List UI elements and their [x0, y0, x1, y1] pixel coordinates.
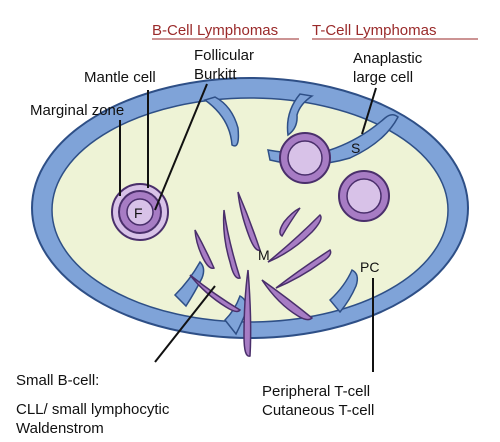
- follicle-inner: [346, 178, 382, 214]
- trabeculae: [173, 93, 399, 336]
- medullary-cord: [279, 207, 301, 238]
- label-cutaneous-t: Cutaneous T-cell: [262, 402, 374, 419]
- b-cell-header: B-Cell Lymphomas: [152, 22, 278, 39]
- medullary-cord: [194, 229, 216, 270]
- medullary-cord: [267, 213, 322, 263]
- medullary-cord: [222, 209, 241, 279]
- medullary-cord: [237, 191, 261, 251]
- follicle: F: [111, 183, 169, 241]
- follicle-inner: [287, 140, 323, 176]
- medullary-cord: [275, 248, 332, 289]
- sinus-label: S: [351, 140, 360, 156]
- leader-lines: [119, 83, 377, 372]
- trabecula-top-middle: [286, 93, 314, 137]
- label-small-b-cell: Small B-cell:: [16, 372, 99, 389]
- leader-anaplastic: [361, 87, 377, 135]
- medullary-cord: [261, 279, 314, 321]
- trabecula-top-left: [203, 96, 240, 147]
- label-anaplastic-line1: Anaplastic: [353, 50, 423, 67]
- leader-small-b: [154, 285, 216, 363]
- label-peripheral-t: Peripheral T-cell: [262, 383, 370, 400]
- medullary-cords: [189, 191, 332, 357]
- label-burkitt: Burkitt: [194, 66, 237, 83]
- label-anaplastic-line2: large cell: [353, 69, 413, 86]
- medullary-cord: [189, 274, 242, 313]
- leader-follicular: [154, 83, 208, 211]
- label-cll: CLL/ small lymphocytic: [16, 401, 170, 418]
- trabecula-bottom-left: [173, 260, 205, 308]
- label-mantle-cell: Mantle cell: [84, 69, 156, 86]
- label-follicular: Follicular: [194, 47, 254, 64]
- medullary-cord: [243, 269, 252, 357]
- t-cell-header: T-Cell Lymphomas: [312, 22, 436, 39]
- follicle-right: [338, 170, 390, 222]
- paracortex-label: PC: [360, 259, 379, 275]
- trabecula-bottom-right: [328, 268, 359, 314]
- medulla-label: M: [258, 247, 270, 263]
- follicle-label: F: [134, 205, 143, 221]
- follicle-top-right: [279, 132, 331, 184]
- germinal-center: [126, 198, 154, 226]
- label-marginal-zone: Marginal zone: [30, 102, 124, 119]
- label-waldenstrom: Waldenstrom: [16, 420, 104, 437]
